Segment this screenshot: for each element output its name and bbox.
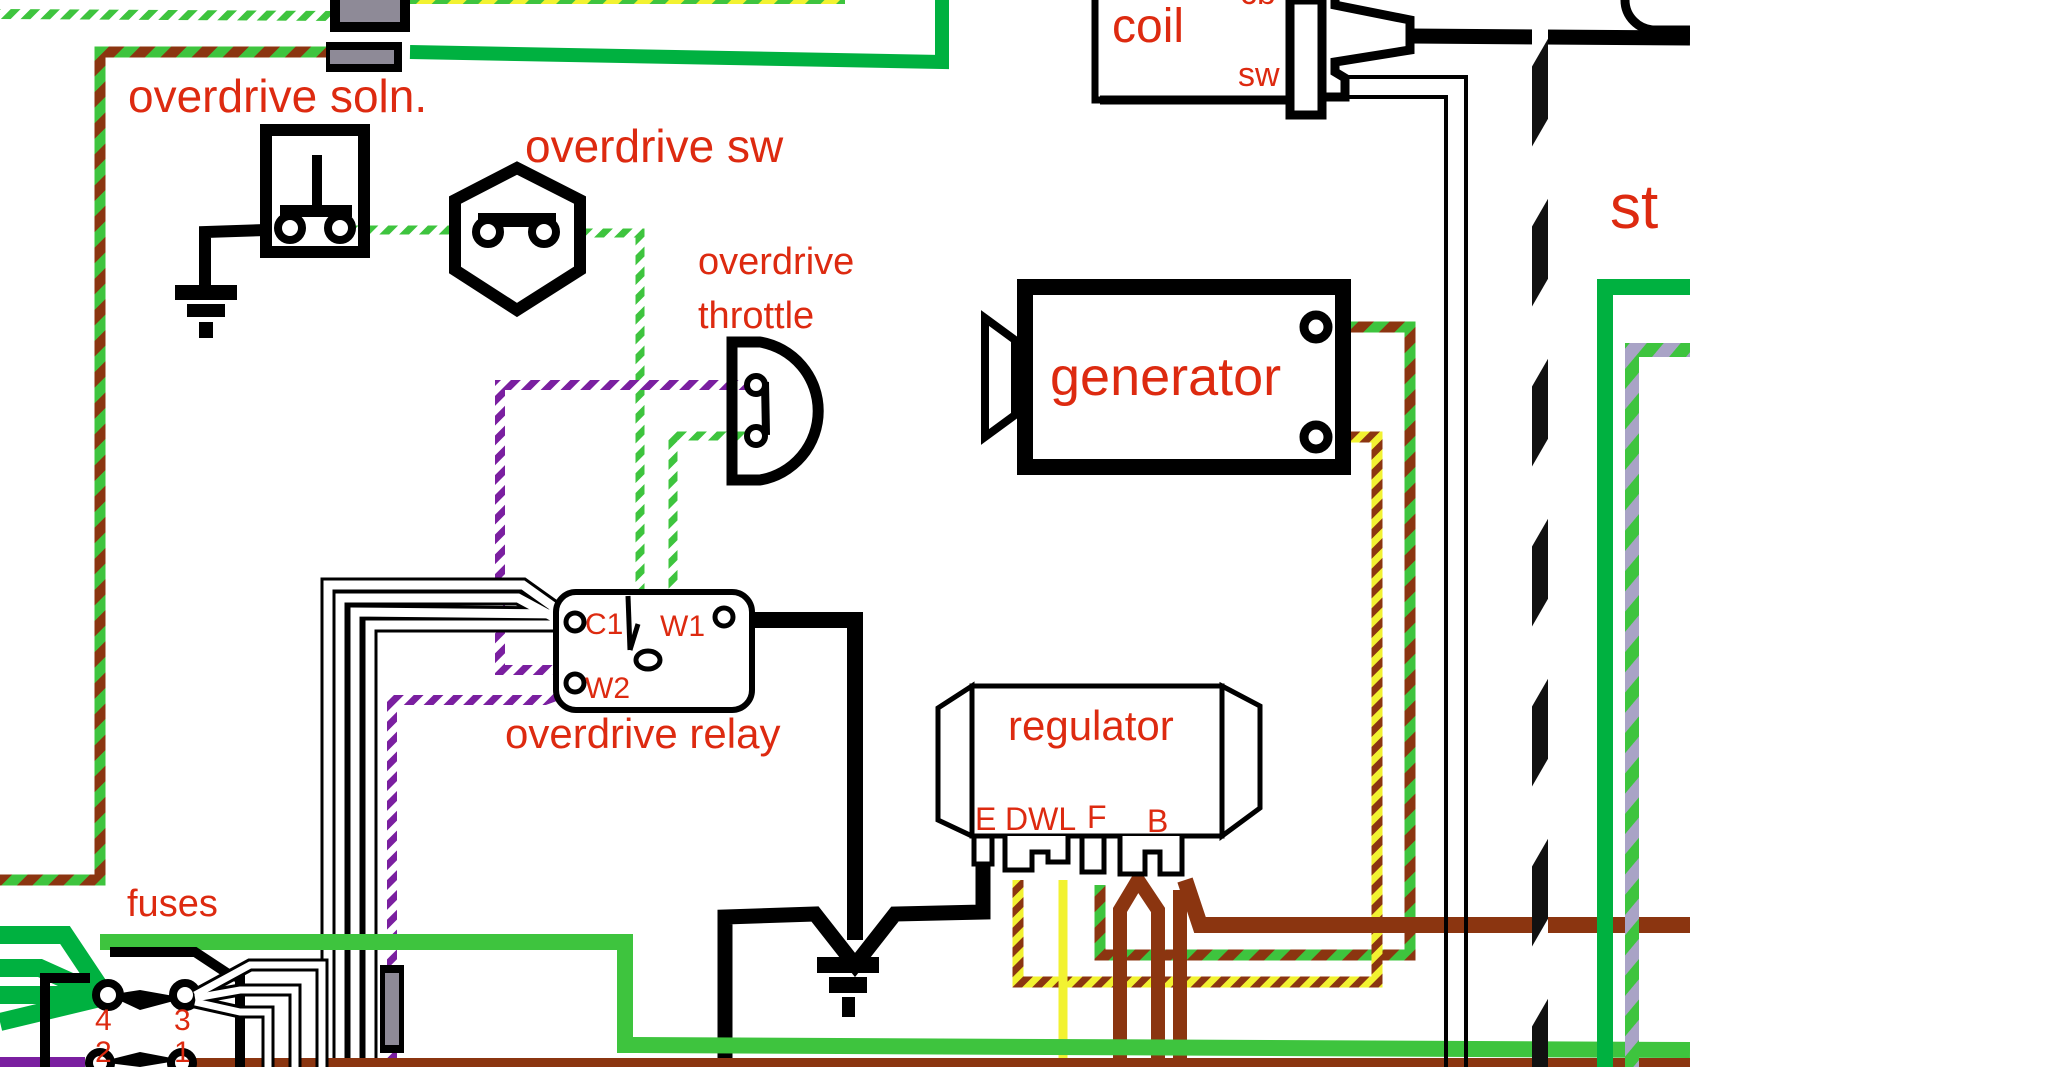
wire-green-right	[1597, 279, 1690, 1067]
label-overdrive-relay: overdrive relay	[505, 710, 780, 757]
label-reg-b: B	[1147, 803, 1168, 839]
label-starter-partial: st	[1610, 173, 1658, 242]
label-fuses: fuses	[127, 883, 218, 925]
label-relay-w2: W2	[585, 672, 630, 705]
solenoid-switch-icon	[199, 124, 370, 295]
label-regulator: regulator	[1008, 702, 1174, 749]
wire-gen-f	[1094, 321, 1416, 961]
label-coil-cb: cb	[1240, 0, 1276, 12]
label-reg-e: E	[975, 801, 996, 837]
label-coil: coil	[1112, 0, 1184, 53]
solenoid-connector-top	[330, 0, 410, 32]
relay-ground-icon	[817, 957, 879, 1017]
label-overdrive-throttle-2: throttle	[698, 295, 814, 337]
wire-relay-w1-ground	[735, 612, 863, 940]
solenoid-connector-bottom	[326, 42, 402, 72]
label-overdrive-throttle-1: overdrive	[698, 241, 854, 283]
overdrive-throttle-icon	[726, 336, 824, 486]
wire-coil-ht	[1409, 28, 1691, 46]
label-overdrive-solenoid: overdrive soln.	[128, 70, 427, 122]
inline-connector-icon	[380, 965, 404, 1053]
label-fuse-3: 3	[174, 1004, 191, 1037]
label-relay-w1: W1	[660, 610, 705, 643]
label-relay-c1: C1	[585, 608, 623, 641]
regulator-icon	[935, 681, 1263, 912]
wire-reg-b-loop	[1113, 866, 1165, 1067]
wire-solenoid-feed	[409, 0, 949, 70]
label-fuse-1: 1	[174, 1036, 191, 1067]
wire-green-white-top	[0, 9, 336, 21]
wire-throttle-to-relay	[668, 431, 755, 593]
generator-icon	[981, 279, 1351, 475]
blank-margin	[1690, 0, 2064, 1067]
wire-coil-sw	[1345, 75, 1468, 1067]
wire-green-slate-right	[1625, 343, 1690, 1067]
wire-switch-to-relay	[585, 228, 645, 593]
wire-bundle-c1	[320, 577, 580, 1067]
fuse-block-wires	[191, 958, 329, 1067]
wire-gen-d	[1012, 431, 1383, 988]
wire-reg-b	[1177, 877, 1690, 933]
wires	[0, 0, 1691, 1067]
label-fuse-4: 4	[95, 1004, 112, 1037]
ground-icon	[175, 285, 237, 338]
overdrive-switch-icon	[449, 161, 586, 318]
wire-ign-bus	[100, 934, 1691, 1058]
coil-icon	[1091, 0, 1415, 120]
wire-solenoid-return	[0, 46, 330, 886]
label-fuse-2: 2	[95, 1036, 112, 1067]
label-reg-f: F	[1087, 799, 1107, 835]
label-coil-sw: SW	[1238, 56, 1280, 94]
label-overdrive-switch: overdrive sw	[525, 120, 784, 172]
label-generator: generator	[1050, 347, 1281, 407]
overdrive-relay-icon	[553, 589, 755, 713]
label-reg-dwl: DWL	[1005, 801, 1076, 837]
distributor-icon	[1620, 0, 1690, 35]
